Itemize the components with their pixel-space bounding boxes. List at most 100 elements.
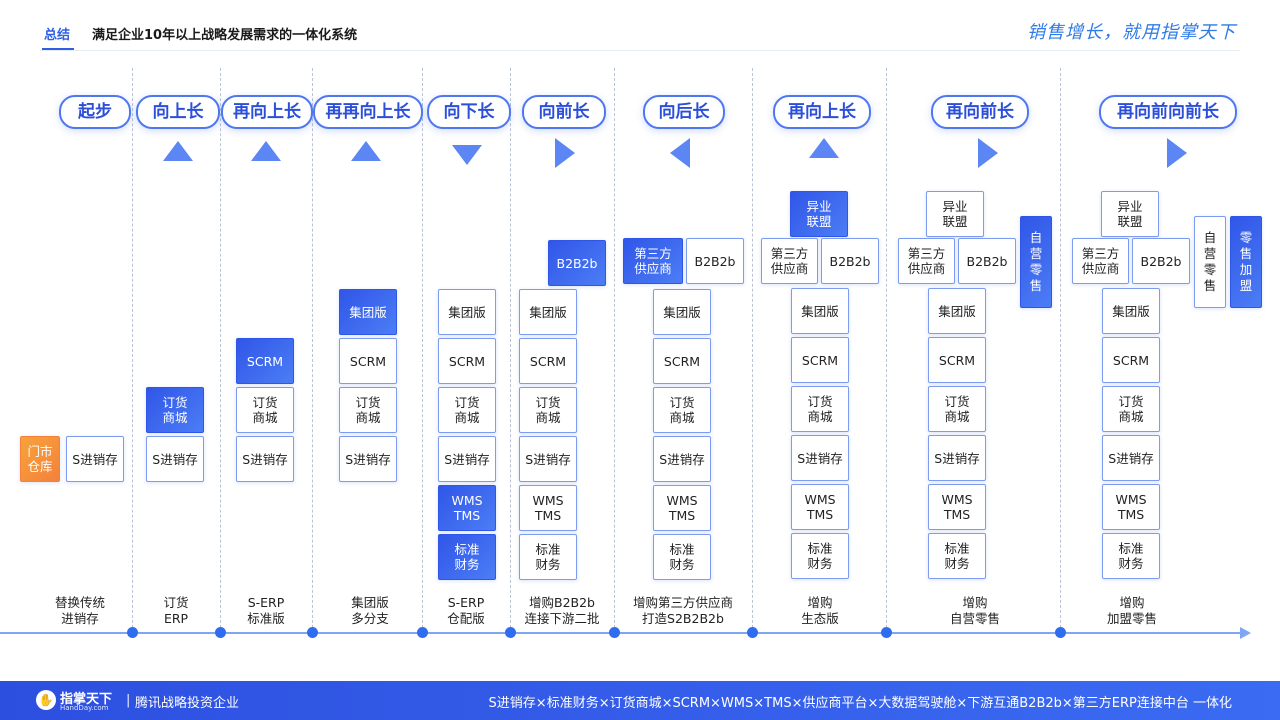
arrow-right-icon bbox=[978, 138, 998, 168]
stage-pill-10[interactable]: 再向前向前长 bbox=[1099, 95, 1237, 129]
stage-divider bbox=[886, 68, 887, 633]
module-scrm: SCRM bbox=[791, 337, 849, 383]
module-jituanban: 集团版 bbox=[928, 288, 986, 334]
stage-pill-5[interactable]: 向下长 bbox=[427, 95, 511, 129]
stage-caption-5: S-ERP 仓配版 bbox=[426, 595, 506, 627]
module-ziying-lingshou: 自 营 零 售 bbox=[1020, 216, 1052, 308]
module-jituanban: 集团版 bbox=[1102, 288, 1160, 334]
caption-line: 仓配版 bbox=[447, 611, 485, 626]
module-biaozhun-caiwu: 标准 财务 bbox=[519, 534, 577, 580]
caption-line: ERP bbox=[163, 611, 189, 626]
arrow-up-icon bbox=[351, 141, 381, 161]
module-biaozhun-caiwu: 标准 财务 bbox=[653, 534, 711, 580]
summary-tab[interactable]: 总结 bbox=[44, 28, 71, 43]
arrow-left-icon bbox=[670, 138, 690, 168]
caption-line: 生态版 bbox=[801, 611, 839, 626]
arrow-up-icon bbox=[251, 141, 281, 161]
stage-divider bbox=[132, 68, 133, 633]
caption-line: 订货 bbox=[163, 595, 189, 610]
stage-divider bbox=[1060, 68, 1061, 633]
module-scrm: SCRM bbox=[928, 337, 986, 383]
stage-pill-2[interactable]: 向上长 bbox=[136, 95, 220, 129]
module-disanfang-gongyingshang: 第三方 供应商 bbox=[1072, 238, 1129, 284]
module-s-jinxiaocun: S进销存 bbox=[928, 435, 986, 481]
module-wms-tms: WMS TMS bbox=[1102, 484, 1160, 530]
module-biaozhun-caiwu: 标准 财务 bbox=[1102, 533, 1160, 579]
timeline-dot bbox=[215, 627, 226, 638]
module-jituanban: 集团版 bbox=[339, 289, 397, 335]
module-scrm: SCRM bbox=[236, 338, 294, 384]
brand-logo-text: 指掌天下 bbox=[60, 692, 113, 707]
stage-divider bbox=[312, 68, 313, 633]
caption-line: 打造S2B2B2b bbox=[642, 611, 724, 626]
module-dinghuo-shangcheng: 订货 商城 bbox=[653, 387, 711, 433]
module-biaozhun-caiwu: 标准 财务 bbox=[438, 534, 496, 580]
stage-caption-3: S-ERP 标准版 bbox=[226, 595, 306, 627]
module-yiye-lianmeng: 异业 联盟 bbox=[926, 191, 984, 237]
footer-bar: ✋ 指掌天下 HandDay.com | 腾讯战略投资企业 S进销存×标准财务×… bbox=[0, 681, 1280, 720]
caption-line: 集团版 bbox=[351, 595, 389, 610]
footer-separator: | bbox=[126, 693, 131, 708]
timeline-dot bbox=[881, 627, 892, 638]
module-jituanban: 集团版 bbox=[438, 289, 496, 335]
module-b2b2b: B2B2b bbox=[548, 240, 606, 286]
caption-line: 连接下游二批 bbox=[524, 611, 600, 626]
caption-line: S-ERP bbox=[247, 595, 285, 610]
brand-slogan: 销售增长，就用指掌天下 bbox=[1027, 22, 1236, 43]
module-disanfang-gongyingshang: 第三方 供应商 bbox=[623, 238, 683, 284]
stage-pill-4[interactable]: 再再向上长 bbox=[313, 95, 423, 129]
module-dinghuo-shangcheng: 订货 商城 bbox=[928, 386, 986, 432]
module-dinghuo-shangcheng: 订货 商城 bbox=[236, 387, 294, 433]
module-biaozhun-caiwu: 标准 财务 bbox=[791, 533, 849, 579]
stage-caption-10: 增购 加盟零售 bbox=[1092, 595, 1172, 627]
timeline-arrow-icon bbox=[1240, 627, 1251, 639]
timeline-dot bbox=[417, 627, 428, 638]
stage-divider bbox=[614, 68, 615, 633]
stage-caption-7: 增购第三方供应商 打造S2B2B2b bbox=[620, 595, 746, 627]
stage-pill-3[interactable]: 再向上长 bbox=[221, 95, 313, 129]
caption-line: 增购B2B2b bbox=[529, 595, 595, 610]
module-dinghuo-shangcheng: 订货 商城 bbox=[146, 387, 204, 433]
stage-pill-9[interactable]: 再向前长 bbox=[931, 95, 1029, 129]
module-wms-tms: WMS TMS bbox=[438, 485, 496, 531]
module-wms-tms: WMS TMS bbox=[519, 485, 577, 531]
stage-pill-8[interactable]: 再向上长 bbox=[773, 95, 871, 129]
stage-pill-1[interactable]: 起步 bbox=[59, 95, 131, 129]
caption-line: 自营零售 bbox=[949, 611, 1000, 626]
module-dinghuo-shangcheng: 订货 商城 bbox=[1102, 386, 1160, 432]
caption-line: 进销存 bbox=[61, 611, 99, 626]
module-s-jinxiaocun: S进销存 bbox=[519, 436, 577, 482]
module-dinghuo-shangcheng: 订货 商城 bbox=[438, 387, 496, 433]
stage-pill-7[interactable]: 向后长 bbox=[643, 95, 725, 129]
module-dinghuo-shangcheng: 订货 商城 bbox=[519, 387, 577, 433]
stage-caption-1: 替换传统 进销存 bbox=[40, 595, 120, 627]
module-b2b2b: B2B2b bbox=[958, 238, 1016, 284]
stage-caption-9: 增购 自营零售 bbox=[935, 595, 1015, 627]
timeline-dot bbox=[505, 627, 516, 638]
module-s-jinxiaocun: S进销存 bbox=[653, 436, 711, 482]
caption-line: 加盟零售 bbox=[1106, 611, 1157, 626]
module-wms-tms: WMS TMS bbox=[928, 484, 986, 530]
module-jituanban: 集团版 bbox=[653, 289, 711, 335]
timeline-dot bbox=[747, 627, 758, 638]
caption-line: 多分支 bbox=[351, 611, 389, 626]
timeline-dot bbox=[609, 627, 620, 638]
module-biaozhun-caiwu: 标准 财务 bbox=[928, 533, 986, 579]
caption-line: 增购 bbox=[807, 595, 833, 610]
stage-pill-6[interactable]: 向前长 bbox=[522, 95, 606, 129]
module-lingshou-jiameng: 零 售 加 盟 bbox=[1230, 216, 1262, 308]
caption-line: 增购 bbox=[962, 595, 988, 610]
module-s-jinxiaocun: S进销存 bbox=[146, 436, 204, 482]
module-scrm: SCRM bbox=[1102, 337, 1160, 383]
stage-divider bbox=[510, 68, 511, 633]
header-rule bbox=[40, 50, 1240, 51]
footer-summary: S进销存×标准财务×订货商城×SCRM×WMS×TMS×供应商平台×大数据驾驶舱… bbox=[488, 696, 1232, 711]
timeline-axis bbox=[0, 632, 1244, 634]
module-wms-tms: WMS TMS bbox=[653, 485, 711, 531]
module-jituanban: 集团版 bbox=[791, 288, 849, 334]
arrow-up-icon bbox=[163, 141, 193, 161]
module-s-jinxiaocun: S进销存 bbox=[1102, 435, 1160, 481]
module-mendian-cangku: 门市 仓库 bbox=[20, 436, 60, 482]
module-s-jinxiaocun: S进销存 bbox=[438, 436, 496, 482]
module-yiye-lianmeng: 异业 联盟 bbox=[790, 191, 848, 237]
